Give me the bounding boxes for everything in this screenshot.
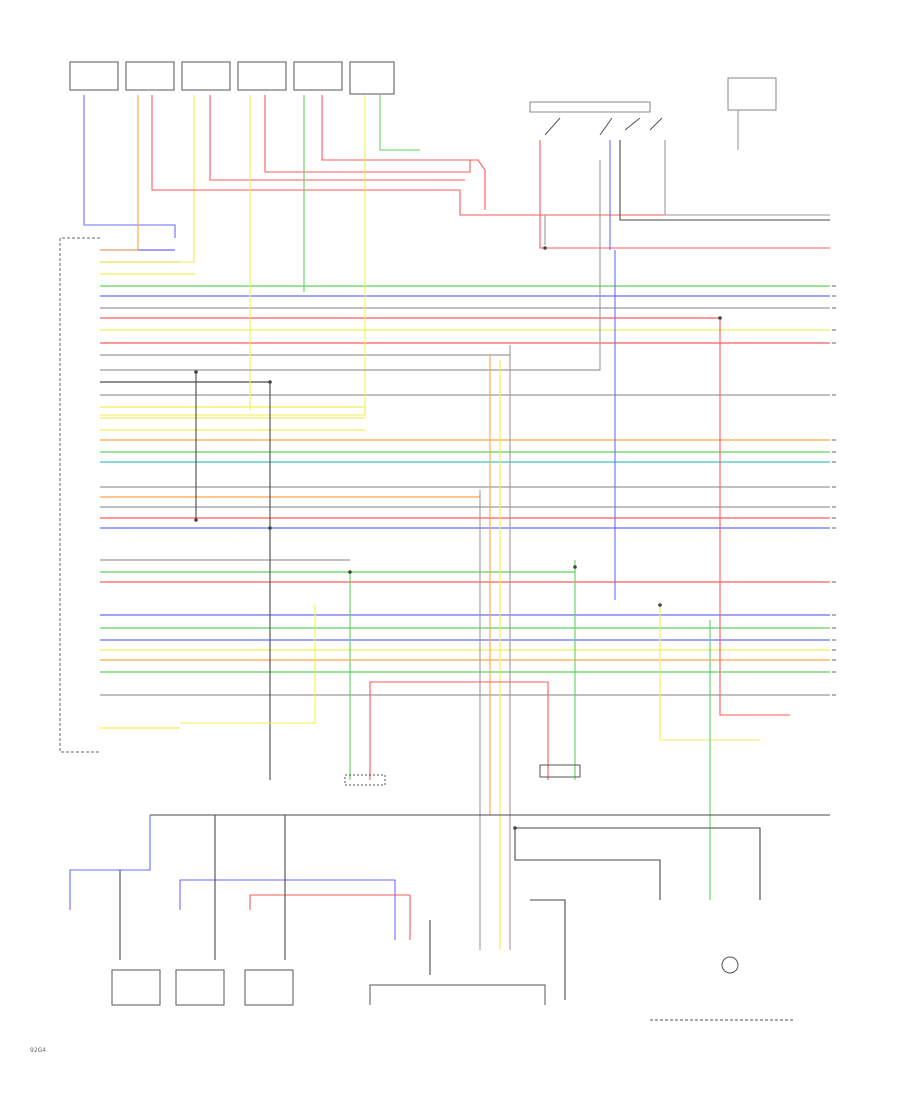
speed-sensor <box>721 956 739 974</box>
page-code: 92G4 <box>30 1047 46 1054</box>
wire-black-ground2 <box>530 899 566 1000</box>
sensor-connector-2 <box>125 61 175 91</box>
wire-red-cluster <box>719 318 790 716</box>
ignition-switch-contacts <box>544 117 663 136</box>
sensor-connector-6 <box>349 61 395 95</box>
wire-grey-370 <box>100 160 601 371</box>
right-connector-ticks <box>832 285 836 696</box>
wire-black-cluster <box>515 827 761 900</box>
routing-wires <box>69 95 830 1000</box>
wire-grey-fuse <box>664 140 830 216</box>
sensor-connector-5 <box>293 61 343 91</box>
wire-yellow-sensor3 <box>100 95 195 263</box>
sensor-connector-4 <box>237 61 287 91</box>
wire-red-bottom <box>249 894 411 940</box>
wire-yellow-bottom <box>180 605 316 724</box>
fuse-box <box>727 77 777 111</box>
wire-blue-mid-bottom <box>179 879 396 940</box>
wire-yellow-6 <box>100 95 366 416</box>
sensor-connector-1 <box>69 61 119 91</box>
wire-red-2 <box>209 95 465 181</box>
wire-black-loop <box>514 828 661 900</box>
wire-green-6 <box>379 95 420 151</box>
ignition-switch-box <box>529 101 651 113</box>
bottom-components <box>111 764 795 1021</box>
wire-red-5 <box>321 95 486 210</box>
shift-solenoid-3 <box>244 969 294 1006</box>
wire-red-3 <box>264 95 471 173</box>
wire-black-ign <box>619 140 830 221</box>
wire-blue-left-bottom <box>69 815 151 910</box>
shift-solenoid-2 <box>175 969 225 1006</box>
top-sensor-connectors <box>69 61 395 95</box>
transmission-connector <box>369 984 546 1005</box>
wire-orange-sensor2 <box>100 95 139 251</box>
wire-blue-sensor1 <box>83 95 176 238</box>
sensor-connector-a <box>344 774 386 786</box>
shift-solenoid-1 <box>111 969 161 1006</box>
sensor-connector-b <box>539 764 581 778</box>
wire-red-loop <box>369 681 549 780</box>
wire-yellow-right <box>659 605 760 741</box>
engine-control-module-outline <box>59 237 100 753</box>
sensor-connector-3 <box>181 61 231 91</box>
wire-red-ign <box>539 140 830 249</box>
splice-points <box>194 246 722 830</box>
harness-wires <box>100 249 830 729</box>
wire-red-1 <box>151 95 500 216</box>
